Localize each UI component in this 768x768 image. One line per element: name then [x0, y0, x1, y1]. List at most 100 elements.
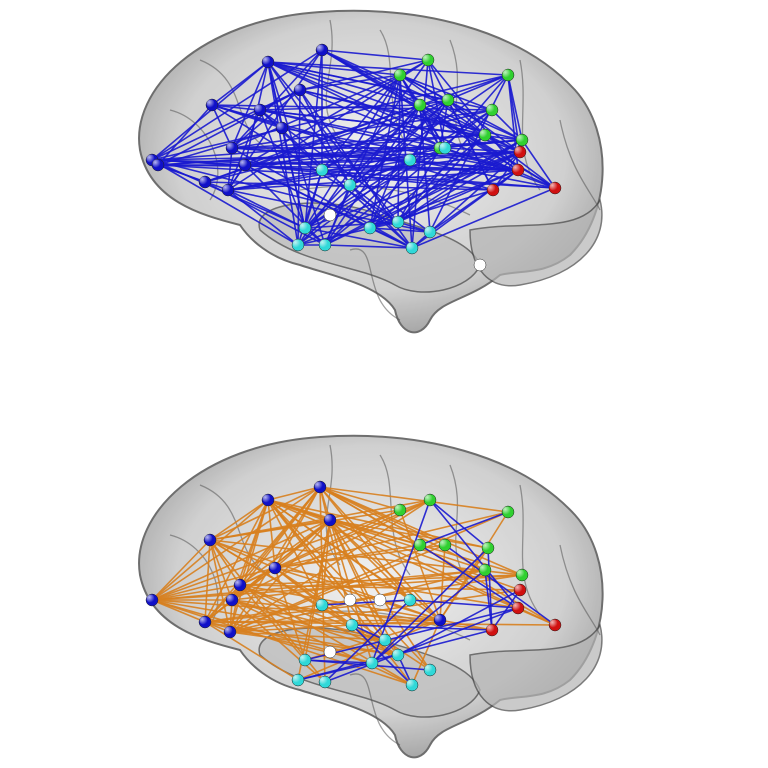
network-edge [259, 109, 431, 233]
brain-panel-bottom [138, 434, 604, 759]
network-edge [157, 164, 229, 191]
node-highlight [379, 634, 388, 643]
node-highlight [394, 69, 403, 78]
network-edge [239, 584, 521, 591]
node-highlight [392, 216, 401, 225]
network-edge [204, 584, 241, 623]
network-edge [491, 109, 523, 141]
node-highlight [324, 646, 333, 655]
node-highlight [234, 579, 243, 588]
network-edge [244, 164, 556, 189]
network-edge [399, 74, 493, 111]
network-edge [491, 589, 521, 631]
network-edge [319, 486, 509, 513]
brain-panel-top [138, 9, 604, 334]
network-edge [371, 569, 486, 664]
network-edge [229, 499, 269, 633]
network-edge [419, 104, 521, 153]
network-edge [329, 519, 489, 549]
node-highlight [442, 94, 451, 103]
network-edge [369, 227, 431, 233]
network-edge [349, 147, 446, 186]
network-edge [157, 127, 283, 166]
network-edge [319, 486, 401, 511]
network-edge [419, 544, 519, 609]
node-highlight [549, 619, 558, 628]
node-highlight [406, 679, 415, 688]
network-edge [239, 519, 331, 586]
network-edge [324, 147, 446, 246]
node-highlight [222, 184, 231, 193]
node-highlight [487, 184, 496, 193]
node-highlight [404, 594, 413, 603]
node-highlight [199, 616, 208, 625]
network-edge [259, 109, 446, 149]
network-edge [259, 109, 306, 229]
network-edge [329, 519, 373, 664]
nodes [145, 43, 562, 272]
node-highlight [146, 594, 155, 603]
network-edge [321, 49, 523, 141]
network-edge [229, 631, 399, 656]
node-highlight [239, 159, 248, 168]
network-edge [319, 486, 326, 683]
network-edge [204, 486, 321, 623]
node-highlight [152, 159, 161, 168]
network-edge [304, 227, 413, 249]
node-highlight [299, 222, 308, 231]
network-edge [231, 569, 486, 601]
network-edge [231, 61, 269, 149]
network-edge [227, 189, 299, 246]
node-highlight [346, 619, 355, 628]
network-edge [209, 539, 523, 576]
network-edge [267, 486, 321, 501]
node-highlight [516, 569, 525, 578]
node-highlight [439, 539, 448, 548]
node-highlight [414, 99, 423, 108]
brain-fold [349, 248, 401, 321]
network-edge [369, 139, 523, 229]
node-highlight [206, 99, 215, 108]
node-highlight [269, 562, 278, 571]
node-highlight [204, 534, 213, 543]
network-edge [297, 89, 301, 246]
node-highlight [319, 676, 328, 685]
node-highlight [502, 69, 511, 78]
network-edge [231, 599, 399, 656]
network-edge [304, 607, 519, 661]
network-edge [304, 49, 323, 229]
network-edge [297, 221, 399, 246]
network-edge [304, 159, 411, 229]
network-edge [304, 169, 323, 229]
network-edge [447, 99, 486, 136]
network-edge [151, 599, 386, 641]
node-highlight [474, 259, 483, 268]
network-edge [227, 109, 261, 191]
network-edge [299, 59, 429, 91]
network-edge [321, 74, 401, 171]
network-edge [321, 49, 429, 61]
network-edge [419, 104, 556, 189]
node-highlight [424, 494, 433, 503]
network-edge [429, 151, 521, 233]
node-highlight [434, 614, 443, 623]
network-edge [521, 139, 556, 189]
network-edge [444, 544, 556, 626]
nodes [145, 480, 562, 692]
network-edge [209, 539, 276, 569]
network-edge [151, 599, 413, 686]
node-highlight [422, 54, 431, 63]
edges [151, 49, 556, 249]
network-edge [369, 134, 486, 229]
network-edge [204, 539, 211, 623]
network-edge [299, 74, 401, 91]
network-edge [231, 599, 326, 683]
network-edge [321, 99, 449, 171]
brain-fold [349, 673, 401, 746]
node-highlight [344, 179, 353, 188]
network-edge [397, 147, 441, 223]
network-edge [419, 511, 509, 546]
network-edge [321, 104, 421, 171]
network-edge [231, 89, 301, 149]
node-highlight [374, 594, 383, 603]
